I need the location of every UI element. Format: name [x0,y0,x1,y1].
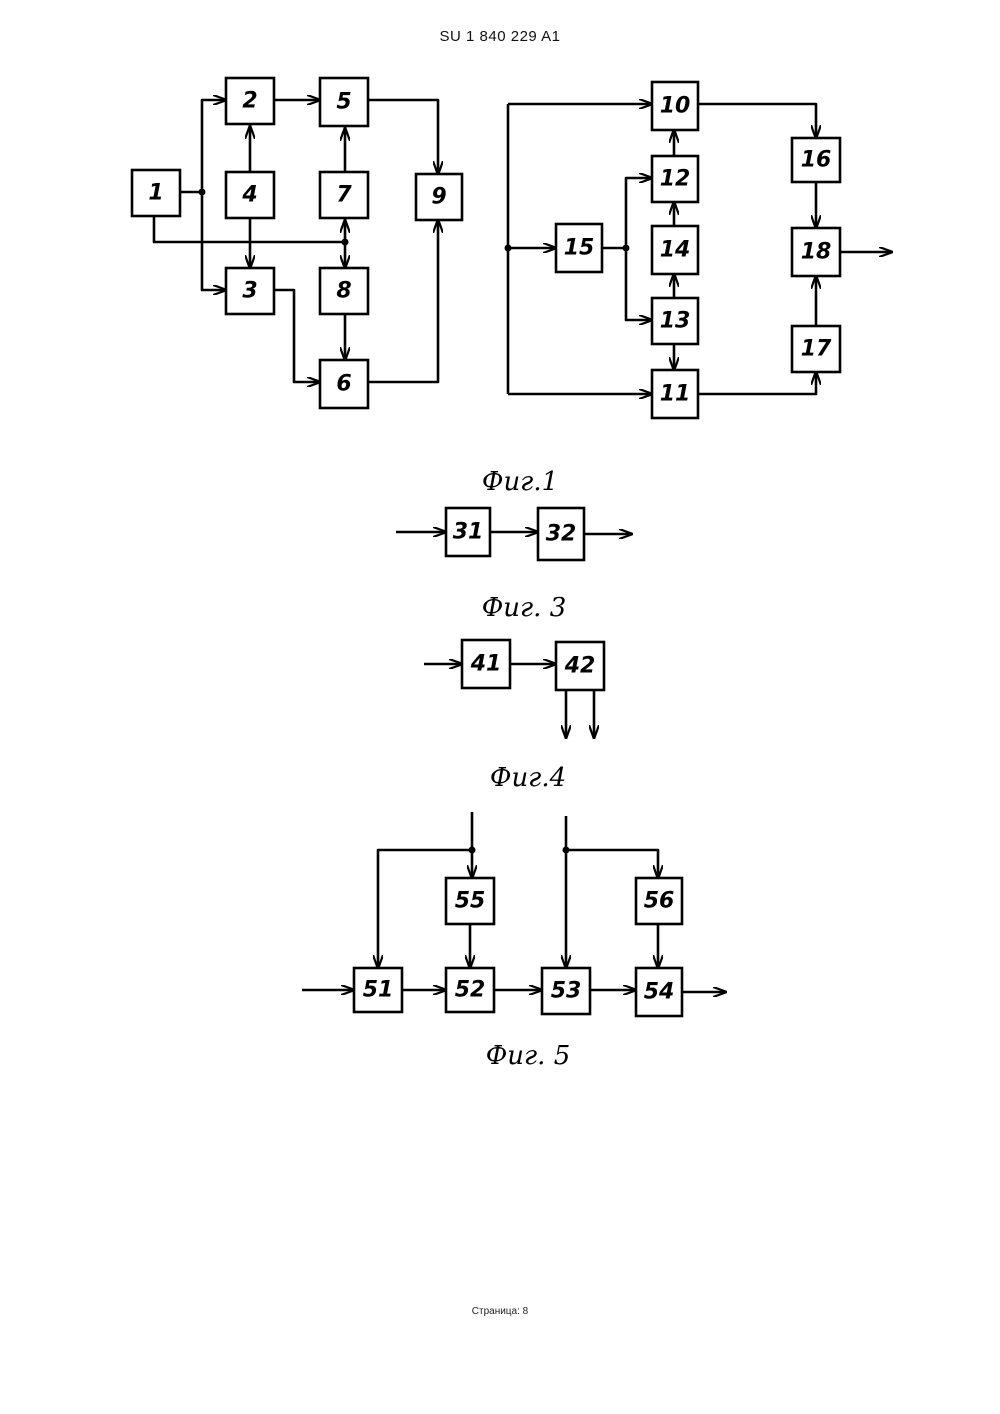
block-6: 6 [320,360,368,408]
block-51-label: 51 [363,978,394,1003]
block-10-label: 10 [660,94,691,119]
block-9-label: 9 [431,185,446,210]
block-11-label: 11 [660,382,691,407]
block-42: 42 [556,642,604,690]
block-12: 12 [652,156,698,202]
block-41: 41 [462,640,510,688]
block-56-label: 56 [644,889,675,914]
block-52-label: 52 [455,978,486,1003]
block-12-label: 12 [660,167,691,192]
block-15-label: 15 [564,236,595,261]
block-31-label: 31 [453,520,484,545]
fig3-caption: Фиг. 3 [482,593,567,623]
block-4-label: 4 [241,183,257,208]
block-1: 1 [132,170,180,216]
block-7: 7 [320,172,368,218]
block-32-label: 32 [546,522,577,547]
block-52: 52 [446,968,494,1012]
block-6-label: 6 [336,372,351,397]
block-17-label: 17 [801,337,832,362]
block-4: 4 [226,172,274,218]
block-5-label: 5 [336,90,351,115]
block-54: 54 [636,968,682,1016]
block-56: 56 [636,878,682,924]
fig1-caption: Фиг.1 [482,467,558,497]
block-16: 16 [792,138,840,182]
block-2-label: 2 [242,89,257,114]
block-13-label: 13 [660,309,691,334]
block-13: 13 [652,298,698,344]
block-14: 14 [652,226,698,274]
block-53: 53 [542,968,590,1014]
block-1-label: 1 [148,181,163,206]
block-7-label: 7 [336,183,352,208]
block-31: 31 [446,508,490,556]
block-8: 8 [320,268,368,314]
block-15: 15 [556,224,602,272]
figure-5: 51 52 53 54 55 56 Фиг. 5 [302,812,726,1071]
block-11: 11 [652,370,698,418]
block-17: 17 [792,326,840,372]
block-55-label: 55 [455,889,486,914]
block-42-label: 42 [564,654,596,679]
block-3-label: 3 [242,279,257,304]
fig1-left-wires [154,100,438,382]
block-5: 5 [320,78,368,126]
block-51: 51 [354,968,402,1012]
block-55: 55 [446,878,494,924]
page-number-footer: Страница: 8 [0,1306,1000,1317]
block-41-label: 41 [470,652,502,677]
block-53-label: 53 [551,979,582,1004]
block-18-label: 18 [801,240,832,265]
block-10: 10 [652,82,698,130]
block-2: 2 [226,78,274,124]
fig5-caption: Фиг. 5 [486,1041,571,1071]
figure-4: 41 42 Фиг.4 [424,640,604,793]
block-32: 32 [538,508,584,560]
block-9: 9 [416,174,462,220]
block-18: 18 [792,228,840,276]
block-3: 3 [226,268,274,314]
figure-1: 1 2 3 4 5 6 7 8 9 10 11 12 13 14 15 16 1… [132,78,892,497]
block-54-label: 54 [644,980,675,1005]
block-16-label: 16 [801,148,832,173]
block-8-label: 8 [336,279,351,304]
figure-3: 31 32 Фиг. 3 [396,508,632,623]
fig4-caption: Фиг.4 [490,763,566,793]
block-14-label: 14 [660,238,691,263]
